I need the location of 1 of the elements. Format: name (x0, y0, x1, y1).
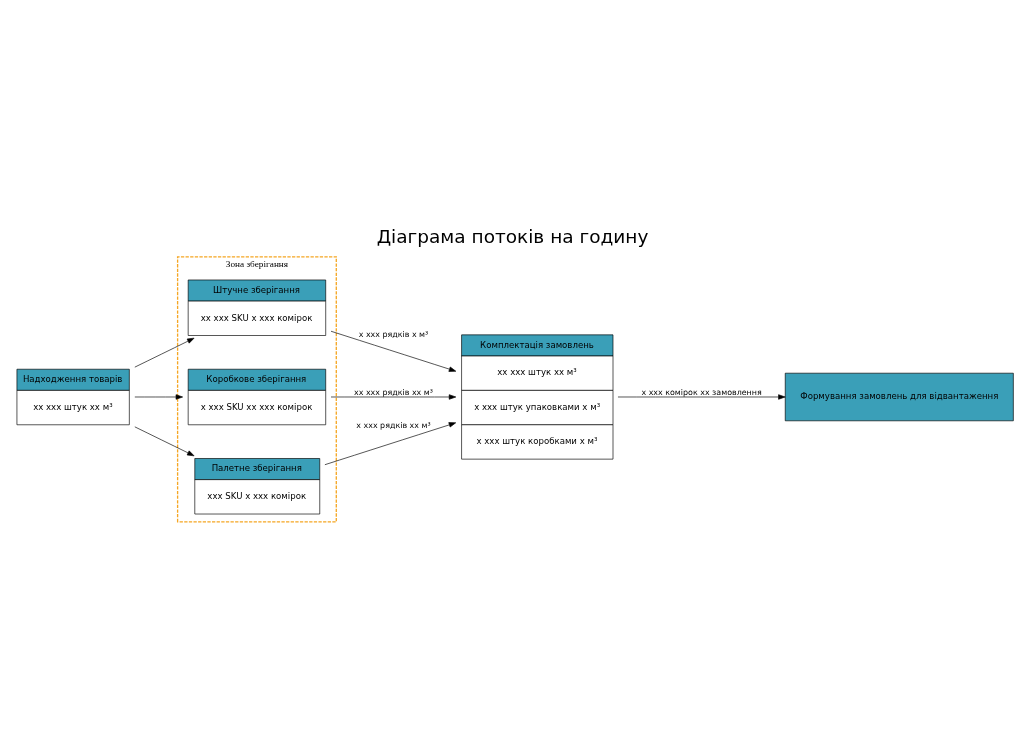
diagram-title: Діаграма потоків на годину (376, 225, 648, 247)
